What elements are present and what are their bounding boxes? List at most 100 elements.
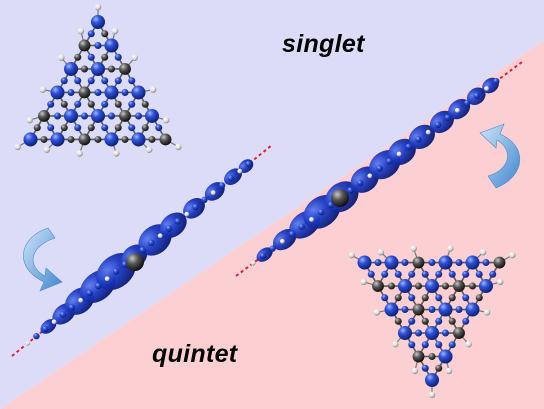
- ring-atom: [87, 30, 95, 38]
- ring-atom: [121, 88, 129, 96]
- nitrogen-atom: [465, 255, 480, 270]
- hydrogen-atom: [410, 245, 417, 252]
- ring-atom: [67, 88, 75, 96]
- ring-atom: [455, 259, 463, 267]
- nitrogen-atom: [59, 311, 67, 318]
- ring-atom: [462, 270, 470, 278]
- ring-atom: [428, 353, 436, 361]
- hydrogen-atom: [76, 150, 83, 157]
- nitrogen-atom: [347, 187, 354, 194]
- nitrogen-atom: [397, 279, 413, 294]
- nitrogen-atom: [424, 326, 440, 341]
- quintet-molecule-structure: [348, 245, 516, 399]
- ring-atom: [475, 294, 483, 302]
- hydrogen-atom: [184, 211, 190, 217]
- ring-atom: [462, 317, 470, 325]
- hydrogen-atom: [454, 107, 460, 113]
- ring-atom: [428, 306, 436, 314]
- ring-atom: [74, 124, 82, 132]
- ring-atom: [101, 100, 109, 108]
- singlet-spin-density-side-view: [11, 144, 273, 357]
- nitrogen-atom: [245, 160, 252, 168]
- nitrogen-atom: [478, 279, 494, 294]
- ring-atom: [87, 77, 95, 85]
- ring-atom: [60, 77, 68, 85]
- ring-atom: [408, 317, 416, 325]
- carbon-atom: [78, 133, 91, 146]
- ring-atom: [435, 270, 443, 278]
- ring-atom: [114, 77, 122, 85]
- nitrogen-atom: [144, 108, 160, 123]
- ring-atom: [421, 364, 429, 372]
- ring-atom: [448, 294, 456, 302]
- hydrogen-atom: [14, 143, 21, 151]
- carbon-atom: [453, 280, 465, 292]
- nitrogen-atom: [42, 325, 49, 333]
- nitrogen-atom: [397, 326, 413, 341]
- nitrogen-atom: [23, 132, 38, 147]
- hydrogen-atom: [279, 238, 285, 244]
- hydrogen-atom: [25, 340, 30, 346]
- ring-atom: [155, 124, 163, 132]
- quintet-background: [0, 40, 544, 409]
- nitrogen-atom: [50, 85, 65, 100]
- ring-atom: [141, 124, 149, 132]
- nitrogen-atom: [90, 14, 106, 30]
- heavy-atoms: [23, 14, 172, 147]
- singlet-molecule-structure: [14, 3, 182, 157]
- nitrogen-atom: [131, 132, 146, 147]
- nitrogen-atom: [218, 182, 226, 189]
- carbon-atom: [119, 63, 131, 75]
- ring-atom: [421, 317, 429, 325]
- ring-atom: [475, 270, 483, 278]
- ring-atom: [87, 124, 95, 132]
- ring-atom: [101, 53, 109, 61]
- hydrogen-atom: [367, 173, 373, 179]
- ring-atom: [435, 364, 443, 372]
- hydrogen-atom: [104, 276, 110, 282]
- nitrogen-atom: [33, 332, 40, 340]
- ring-atom: [381, 294, 389, 302]
- carbon-atom: [412, 303, 425, 316]
- ring-atom: [468, 282, 477, 290]
- ring-atom: [74, 77, 82, 85]
- nitrogen-atom: [63, 61, 79, 76]
- ring-atom: [441, 282, 450, 290]
- nitrogen-atom: [165, 225, 173, 232]
- ring-atom: [101, 124, 109, 132]
- carbon-atom: [331, 189, 349, 207]
- carbon-atom: [119, 110, 131, 122]
- carbon-atom: [159, 133, 172, 146]
- nitrogen-atom: [384, 255, 399, 270]
- hydrogen-atom: [111, 27, 119, 35]
- ring-atom: [121, 135, 129, 143]
- hydrogen-atom: [377, 248, 385, 256]
- ring-atom: [448, 270, 456, 278]
- nitrogen-atom: [357, 255, 372, 270]
- hydrogen-atom: [465, 341, 472, 348]
- ring-atom: [414, 282, 423, 290]
- hydrogen-atom: [78, 297, 84, 303]
- ring-atom: [74, 53, 82, 61]
- nitrogen-atom: [465, 302, 480, 317]
- ring-atom: [53, 112, 62, 120]
- hydrogen-atom: [26, 116, 33, 124]
- nitrogen-atom: [405, 143, 412, 150]
- hydrogen-atom: [131, 54, 138, 61]
- hydrogen-atom: [163, 116, 170, 124]
- ring-atom: [128, 100, 136, 108]
- nitrogen-atom: [473, 92, 481, 100]
- ring-atom: [421, 341, 429, 349]
- nitrogen-atom: [424, 372, 440, 388]
- ring-atom: [489, 270, 497, 278]
- ring-atom: [441, 329, 450, 337]
- ring-atom: [114, 124, 122, 132]
- hydrogen-atom: [77, 27, 85, 35]
- carbon-atom: [126, 253, 144, 271]
- nitrogen-atom: [415, 136, 422, 143]
- hydrogen-atom: [425, 129, 431, 135]
- ring-atom: [94, 135, 102, 143]
- hydrogen-atom: [51, 319, 57, 325]
